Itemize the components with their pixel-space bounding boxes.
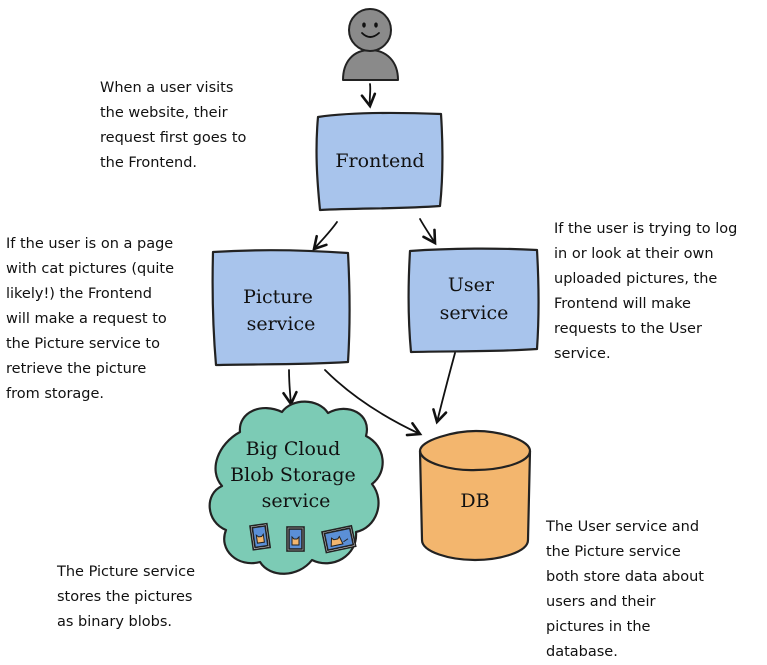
picture-service-label: Picture service — [243, 286, 319, 335]
user-service-box: User service — [407, 247, 540, 354]
note-user-service: If the user is trying to log in or look … — [554, 221, 738, 362]
frontend-label: Frontend — [335, 150, 424, 172]
smiling-person-icon — [348, 8, 392, 52]
user-body-icon — [342, 49, 399, 81]
picture-service-box: Picture service — [211, 249, 351, 367]
arrow-picture-service-to-db — [324, 369, 423, 437]
database-cylinder: DB — [418, 429, 532, 562]
user-figure — [342, 8, 399, 81]
note-user-visit: When a user visits the website, their re… — [100, 80, 247, 171]
blob-storage-cloud: Big Cloud Blob Storage service — [208, 400, 384, 575]
arrow-picture-service-to-storage — [282, 369, 298, 407]
frontend-box: Frontend — [315, 111, 444, 212]
db-label: DB — [460, 490, 489, 512]
arrow-frontend-to-picture-service — [312, 221, 338, 251]
user-service-label: User service — [440, 274, 509, 324]
arrow-user-to-frontend — [360, 83, 377, 109]
cat-pictures-icon — [249, 522, 357, 554]
note-picture-service: If the user is on a page with cat pictur… — [6, 236, 175, 402]
arrow-user-service-to-db — [432, 352, 456, 425]
note-database: The User service and the Picture service… — [546, 519, 704, 660]
blob-storage-label: Big Cloud Blob Storage service — [230, 438, 362, 512]
note-blob-storage: The Picture service stores the pictures … — [57, 564, 195, 630]
arrow-frontend-to-user-service — [419, 218, 437, 246]
